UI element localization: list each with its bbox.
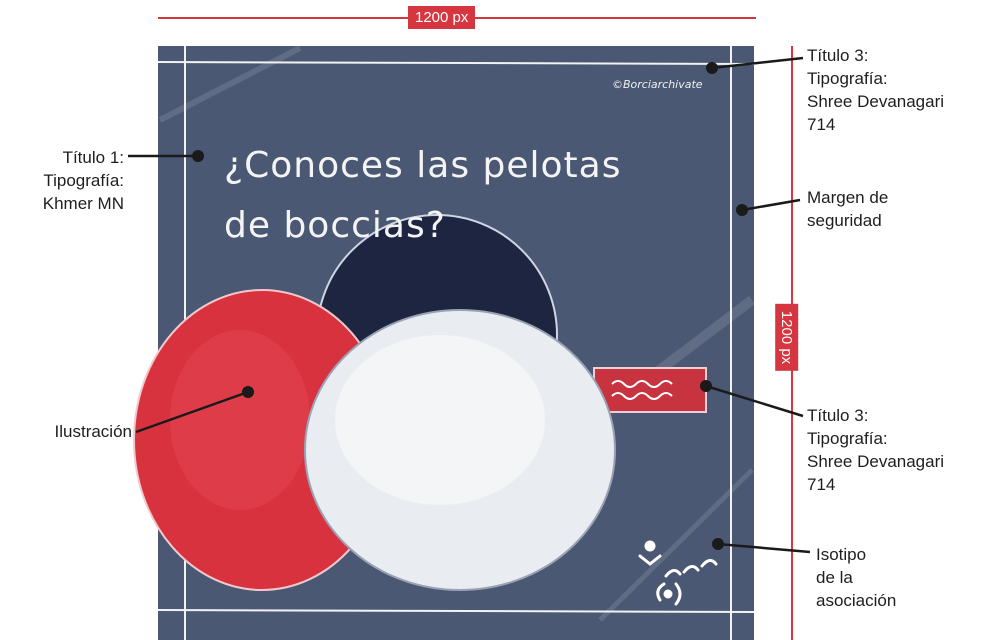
annotation-safety-margin: Margen de seguridad [807,188,889,230]
poster-credit: ©Borciarchivate [612,78,703,91]
poster-title-line1: ¿Conoces las pelotas [224,145,622,186]
width-dimension-badge: 1200 px [408,6,476,29]
leader-dots [192,62,748,550]
annotation-title3-mid: Título 3: Tipografía: Shree Devanagari 7… [807,406,945,494]
isotipo-logo [638,540,718,606]
red-flag [593,367,707,413]
annotation-isotipo: Isotipo de la asociación [816,545,897,610]
height-dimension-badge: 1200 px [775,303,799,372]
annotation-title1: Título 1: Tipografía: Khmer MN [42,148,124,213]
poster-title: ¿Conoces las pelotas de boccias? [224,136,621,256]
annotation-illustration: Ilustración [54,422,132,441]
annotation-title3-top: Título 3: Tipografía: Shree Devanagari 7… [807,46,945,134]
leader-lines [128,56,811,554]
poster-title-line2: de boccias? [224,205,446,246]
